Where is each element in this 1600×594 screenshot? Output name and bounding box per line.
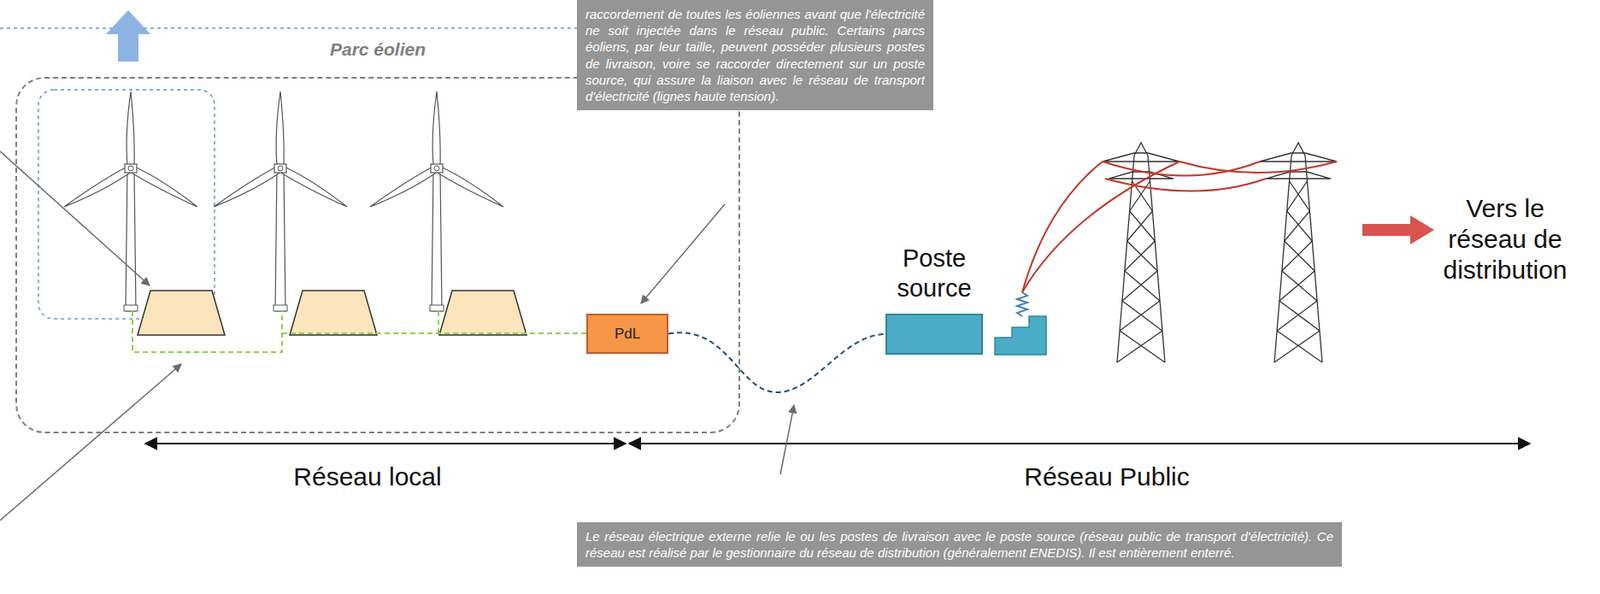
node-text: Poste source bbox=[885, 243, 983, 304]
info-callout: Le réseau électrique externe relie le ou… bbox=[576, 522, 1342, 567]
destination-label: Vers le réseau de distribution bbox=[1430, 193, 1581, 286]
network-label: Réseau Public bbox=[1023, 461, 1189, 493]
substation-node: Poste source bbox=[885, 243, 983, 355]
wind-farm-region: Parc éolienPdL bbox=[15, 76, 741, 434]
info-callout: raccordement de toutes les éoliennes ava… bbox=[576, 0, 934, 111]
network-label: Réseau local bbox=[293, 461, 442, 493]
delivery-station-box: PdL bbox=[586, 313, 669, 354]
node-text: Le réseau électrique externe relie le ou… bbox=[585, 528, 1334, 561]
buried-cable bbox=[668, 332, 886, 393]
node-text: PdL bbox=[614, 325, 641, 343]
substation-box bbox=[885, 313, 983, 355]
node-text: raccordement de toutes les éoliennes ava… bbox=[585, 5, 925, 105]
